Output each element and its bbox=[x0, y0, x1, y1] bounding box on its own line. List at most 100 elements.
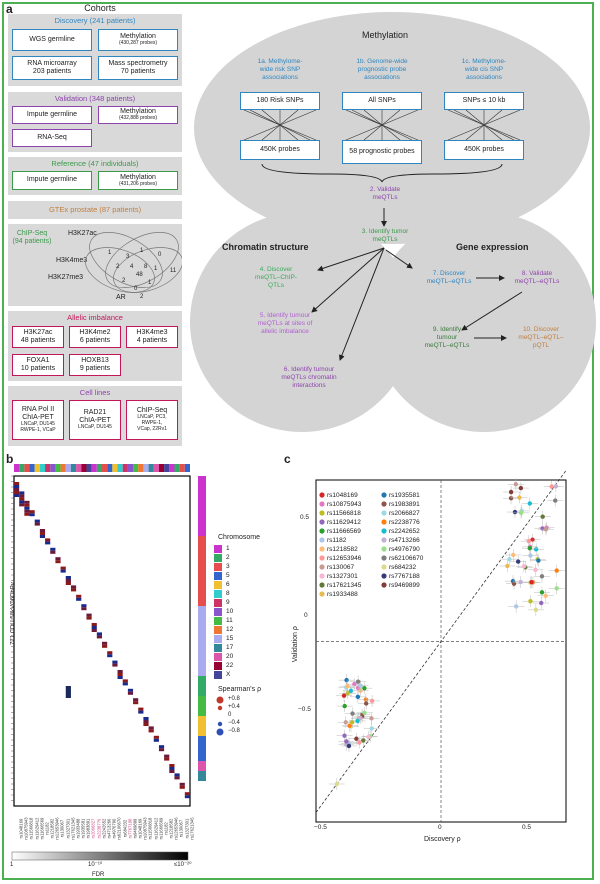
chrom-legend-label: 2 bbox=[226, 554, 230, 561]
ai-b4: FOXA1 bbox=[26, 356, 50, 364]
chrom-legend-swatch bbox=[214, 572, 222, 580]
side-chrom-segment bbox=[198, 761, 206, 771]
venn-count: 2 bbox=[140, 294, 144, 300]
s10-line: pQTL bbox=[532, 341, 550, 349]
heatmap-cell bbox=[60, 566, 66, 570]
scatter-legend-label: rs12653946 bbox=[327, 555, 362, 562]
figure-frame bbox=[2, 2, 594, 880]
heatmap-cell bbox=[138, 710, 144, 714]
top2-label: All SNPs bbox=[368, 96, 396, 104]
scatter-point bbox=[345, 691, 350, 696]
scatter-point bbox=[355, 679, 361, 684]
heatmap-cell bbox=[19, 497, 25, 501]
scatter-point bbox=[366, 734, 371, 740]
scatter-xtick-1: −0.5 bbox=[314, 824, 327, 831]
scatter-point bbox=[362, 685, 367, 691]
top-chrom-cell bbox=[34, 464, 40, 472]
s6-line: interactions bbox=[292, 381, 326, 389]
chrom-legend-label: 1 bbox=[226, 545, 230, 552]
heatmap-cell bbox=[153, 738, 159, 742]
s1a-line: associations bbox=[262, 73, 298, 81]
heatmap-cell bbox=[24, 509, 30, 513]
cl-b3d: VCap, 22Rv1 bbox=[137, 425, 167, 432]
scatter-point bbox=[533, 607, 539, 613]
heatmap-cell bbox=[148, 726, 154, 730]
heatmap-cell bbox=[158, 748, 165, 752]
heatmap-cell bbox=[50, 550, 56, 554]
chrom-legend-label: 3 bbox=[226, 563, 230, 570]
scatter-legend-label: rs62106670 bbox=[389, 555, 424, 562]
scatter-point bbox=[347, 723, 352, 728]
scatter-xtick-3: 0.5 bbox=[522, 824, 532, 831]
ai-b2n: 6 patients bbox=[79, 337, 111, 344]
heatmap-cell bbox=[24, 503, 30, 507]
heatmap-cell bbox=[117, 676, 123, 679]
bot2-label: 58 prognostic probes bbox=[349, 147, 415, 155]
all-snps-box: All SNPs bbox=[342, 92, 422, 110]
s9-line: meQTL–eQTLs bbox=[424, 341, 470, 349]
gtex-section: GTEx prostate (87 patients) bbox=[8, 201, 182, 219]
discovery-header: Discovery (241 patients) bbox=[54, 16, 136, 25]
legend-dot bbox=[381, 492, 387, 498]
scatter-legend-label: rs130067 bbox=[327, 564, 355, 571]
cl-b2: RAD21 bbox=[83, 409, 107, 417]
validation-section: Validation (348 patients) Impute germlin… bbox=[8, 92, 182, 152]
scatter-legend-label: rs17621345 bbox=[327, 582, 362, 589]
heatmap-cell bbox=[112, 660, 118, 664]
heatmap-cell bbox=[34, 519, 40, 523]
heatmap-cell bbox=[127, 688, 134, 692]
scatter-ytick-2: 0 bbox=[304, 612, 308, 619]
scatter-point bbox=[549, 484, 554, 489]
venn-count: 4 bbox=[130, 264, 134, 270]
venn-count: 2 bbox=[116, 264, 120, 270]
top-chrom-cell bbox=[174, 464, 180, 472]
s4-line: 4. Discover bbox=[259, 266, 293, 273]
scatter-point bbox=[354, 736, 359, 741]
s9-line: 9. Identify bbox=[432, 326, 462, 333]
scatter-point bbox=[511, 581, 517, 586]
validation-impute-box: Impute germline bbox=[12, 106, 92, 124]
scatter-point bbox=[536, 558, 541, 563]
top-chrom-cell bbox=[143, 464, 149, 472]
heatmap-cell bbox=[39, 532, 46, 535]
heatmap-cell bbox=[19, 500, 25, 504]
scatter-point bbox=[355, 718, 360, 724]
scatter-point bbox=[512, 509, 518, 515]
heatmap-cell bbox=[164, 754, 170, 758]
legend-dot bbox=[319, 510, 325, 516]
ai-b2: H3K4me2 bbox=[79, 328, 111, 336]
allelic-header: Allelic imbalance bbox=[67, 313, 123, 322]
spearman-legend-label: +0.4 bbox=[228, 704, 240, 710]
scatter-xlabel: Discovery ρ bbox=[424, 836, 461, 843]
chrom-legend-swatch bbox=[214, 644, 222, 652]
top1-label: 180 Risk SNPs bbox=[256, 96, 304, 104]
top-chrom-cell bbox=[24, 464, 30, 472]
val-meth-label: Methylation bbox=[120, 108, 156, 116]
cl-b2c: LNCaP, DU145 bbox=[78, 424, 112, 431]
heatmap-cell bbox=[184, 795, 190, 799]
scatter-point bbox=[530, 537, 535, 542]
scatter-legend-label: rs1327301 bbox=[327, 573, 358, 580]
heatmap-cell bbox=[164, 757, 170, 761]
top-chrom-cell bbox=[29, 464, 35, 472]
chrom-legend-swatch bbox=[214, 545, 222, 553]
chrom-legend-label: 11 bbox=[226, 617, 233, 624]
reference-impute-box: Impute germline bbox=[12, 171, 92, 190]
scatter-ytick-1: 0.5 bbox=[300, 514, 310, 521]
legend-dot bbox=[381, 510, 387, 516]
heatmap-cell bbox=[102, 644, 108, 648]
flow-diagram bbox=[190, 12, 596, 432]
venn-count: 0 bbox=[158, 252, 162, 258]
heatmap-cell bbox=[117, 670, 123, 673]
legend-dot bbox=[381, 546, 387, 552]
scatter-point bbox=[526, 538, 532, 544]
